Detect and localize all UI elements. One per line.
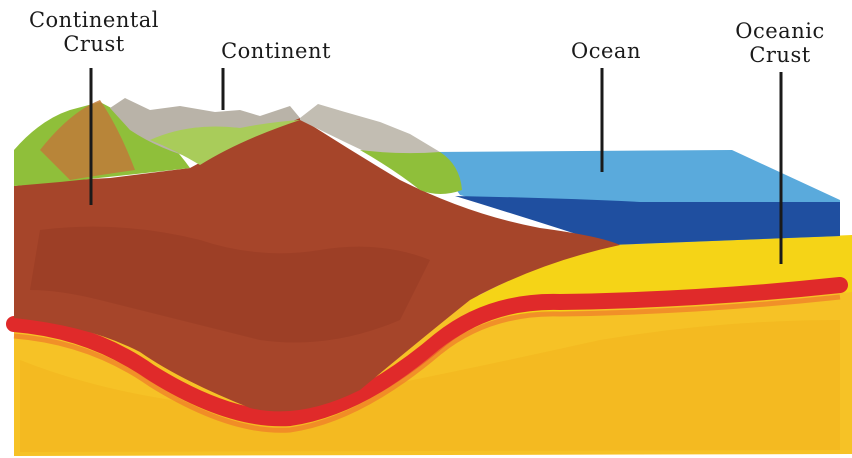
oceanic-crust-label-line2: Crust: [718, 43, 842, 67]
continental-crust-label-line2: Crust: [14, 32, 174, 56]
continent-label: Continent: [206, 39, 346, 63]
continental-crust-label: Continental Crust: [14, 8, 174, 56]
ocean-label: Ocean: [556, 39, 656, 63]
oceanic-crust-label: Oceanic Crust: [718, 19, 842, 67]
continent-label-text: Continent: [206, 39, 346, 63]
ocean-label-text: Ocean: [556, 39, 656, 63]
oceanic-crust-label-line1: Oceanic: [718, 19, 842, 43]
continental-crust-label-line1: Continental: [14, 8, 174, 32]
